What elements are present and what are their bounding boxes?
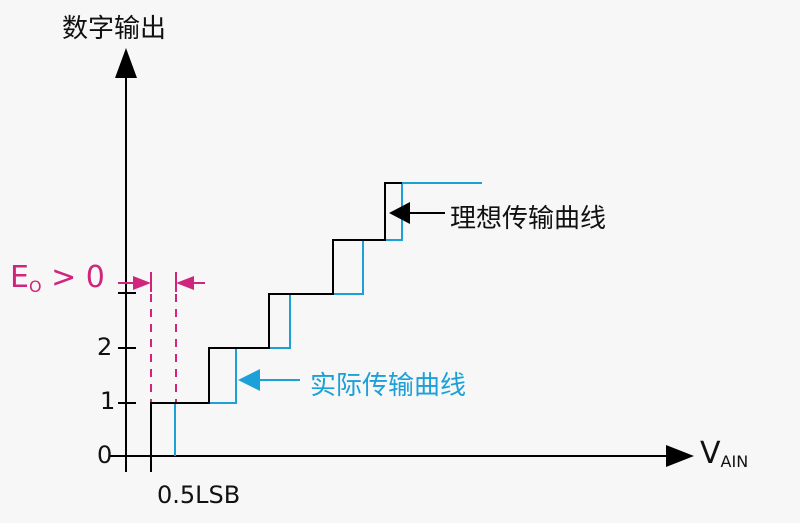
ideal-curve-label: 理想传输曲线 [450,204,607,234]
y-tick-label-0: 0 [97,441,113,469]
x-axis-arrow-icon [666,445,694,467]
y-tick-label-2: 2 [97,333,113,361]
actual-transfer-curve [174,182,482,456]
ideal-pointer-arrow-icon [389,202,410,224]
offset-label-sub: O [28,277,42,296]
ideal-transfer-curve [150,182,402,456]
x-axis-label: VAIN [700,436,748,471]
y-axis-title: 数字输出 [62,14,167,44]
offset-arrow-left-icon [176,276,194,290]
offset-label: EO > 0 [10,260,105,296]
actual-pointer-arrow-icon [238,369,260,391]
y-tick-label-1: 1 [100,387,116,415]
actual-curve-label: 实际传输曲线 [310,371,467,401]
y-axis-arrow-icon [115,48,137,78]
x-axis-label-sub: AIN [720,452,749,471]
offset-label-main: E [10,260,29,295]
lsb-label: 0.5LSB [157,481,241,509]
offset-label-rest: > 0 [41,260,105,295]
offset-arrow-right-icon [133,276,151,290]
x-axis-label-main: V [700,436,721,471]
